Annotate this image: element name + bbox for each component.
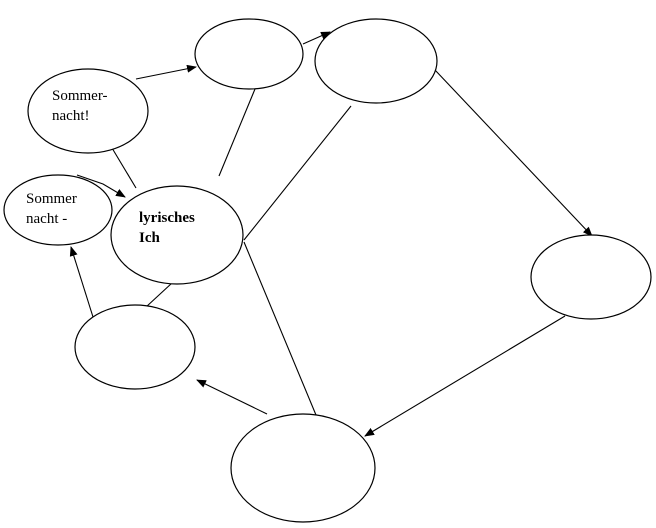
edge-lyrisches-ich-to-sommernacht: [111, 147, 137, 189]
arrow-sommernacht-to-empty-top-left: [135, 64, 197, 80]
node-sommernacht-exclaim: [27, 68, 149, 154]
node-label-sommer-nacht-line1: Sommer: [26, 191, 77, 207]
node-label-lyrisches-ich-line1: lyrisches: [139, 210, 195, 226]
arrow-empty-top-right-to-empty-right: [434, 69, 593, 237]
arrow-empty-bottom-left-to-sommer-nacht: [69, 246, 94, 318]
node-label-sommernacht-line2: nacht!: [52, 108, 89, 124]
arrow-empty-top-left-to-empty-top-right: [302, 31, 331, 45]
node-label-sommernacht-line1: Sommer-: [52, 88, 108, 104]
node-empty-right: [530, 234, 652, 320]
arrow-empty-bottom-to-empty-bottom-left: [196, 379, 268, 415]
arrow-empty-right-to-empty-bottom: [364, 315, 566, 437]
edge-lyrisches-ich-to-empty-bottom: [243, 241, 317, 416]
node-empty-bottom: [230, 413, 376, 523]
edge-lyrisches-ich-to-empty-bottom-left: [145, 282, 173, 308]
node-label-sommer-nacht-line2: nacht -: [26, 211, 67, 227]
node-empty-bottom-left: [74, 304, 196, 390]
arrow-sommer-nacht-to-lyrisches-ich: [76, 174, 126, 198]
node-lyrisches-ich: [110, 185, 244, 285]
node-empty-top-left: [194, 18, 304, 90]
node-sommer-nacht-dash: [3, 174, 113, 246]
edge-lyrisches-ich-to-empty-top-right: [243, 105, 352, 241]
node-empty-top-right: [314, 18, 438, 104]
edge-lyrisches-ich-to-empty-top-left: [218, 88, 256, 177]
node-label-lyrisches-ich-line2: Ich: [139, 230, 160, 246]
